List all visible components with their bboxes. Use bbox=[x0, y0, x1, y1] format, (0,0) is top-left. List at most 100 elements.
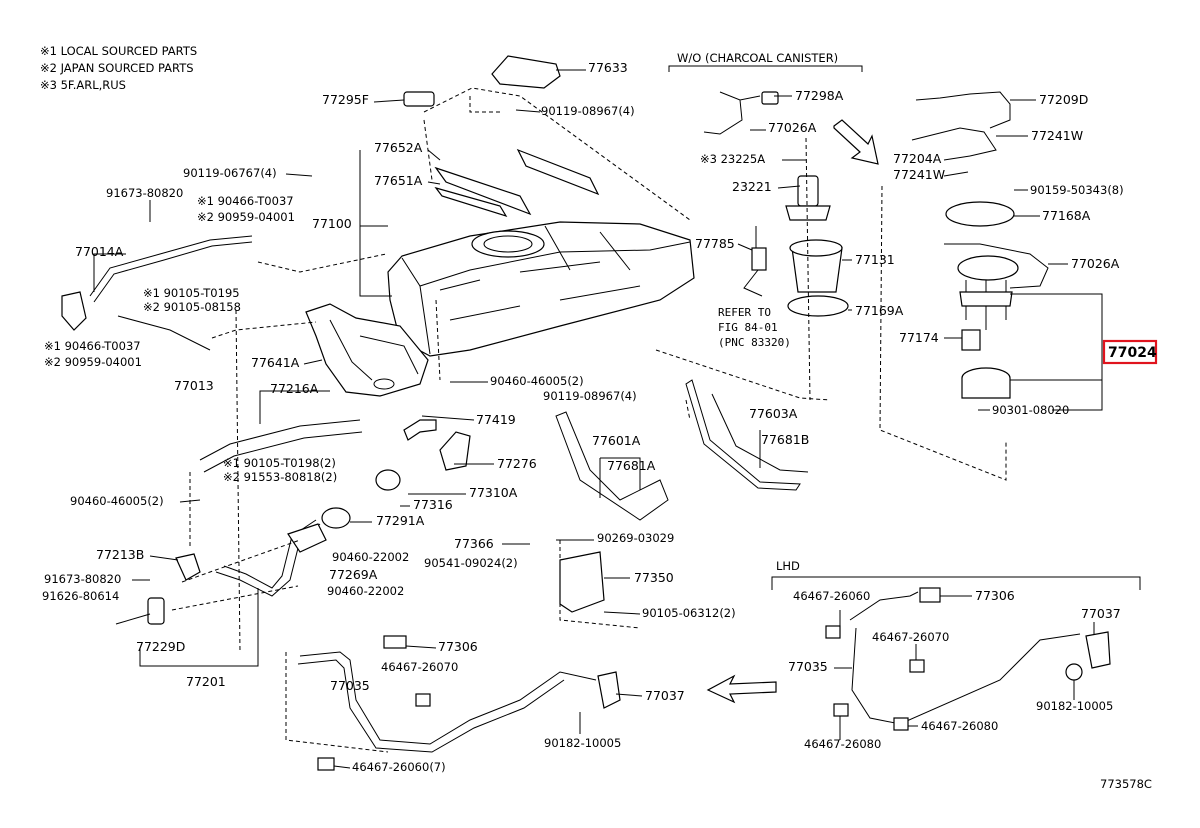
part-label[interactable]: 77298A bbox=[795, 88, 844, 103]
part-label[interactable]: 77035 bbox=[330, 678, 370, 693]
part-label[interactable]: 77681B bbox=[761, 432, 809, 447]
part-label[interactable]: 77213B bbox=[96, 547, 144, 562]
notes-legend: ※1 LOCAL SOURCED PARTS ※2 JAPAN SOURCED … bbox=[40, 44, 197, 92]
part-label[interactable]: 77601A bbox=[592, 433, 641, 448]
part-label[interactable]: 77295F bbox=[322, 92, 369, 107]
part-label[interactable]: ※2 90959-04001 bbox=[197, 210, 295, 224]
highlighted-part-number[interactable]: 77024 bbox=[1108, 345, 1157, 361]
part-label[interactable]: 77026A bbox=[768, 120, 817, 135]
part-label[interactable]: 77276 bbox=[497, 456, 537, 471]
part-label[interactable]: 90119-08967(4) bbox=[541, 104, 635, 118]
part-label[interactable]: 90182-10005 bbox=[1036, 699, 1113, 713]
part-label[interactable]: 90460-46005(2) bbox=[490, 374, 584, 388]
part-label[interactable]: 91626-80614 bbox=[42, 589, 119, 603]
part-label[interactable]: 77014A bbox=[75, 244, 124, 259]
fuel-pump-drawing bbox=[703, 91, 849, 317]
section-lhd-bracket bbox=[771, 576, 1141, 590]
part-label[interactable]: 77316 bbox=[413, 497, 453, 512]
part-label[interactable]: 90269-03029 bbox=[597, 531, 674, 545]
opener-cable-lhd-drawing bbox=[825, 587, 1111, 731]
part-label[interactable]: ※2 91553-80818(2) bbox=[223, 470, 337, 484]
part-label[interactable]: 77603A bbox=[749, 406, 798, 421]
part-label[interactable]: 77131 bbox=[855, 252, 895, 267]
part-label[interactable]: 77204A bbox=[893, 151, 942, 166]
part-label[interactable]: 90301-08020 bbox=[992, 403, 1069, 417]
part-label[interactable]: 77633 bbox=[588, 60, 628, 75]
note-3: ※3 5F.ARL,RUS bbox=[40, 78, 126, 92]
part-label[interactable]: 77641A bbox=[251, 355, 300, 370]
part-label[interactable]: ※2 90959-04001 bbox=[44, 355, 142, 369]
part-label[interactable]: ※1 90466-T0037 bbox=[197, 194, 294, 208]
highlight-box-77024[interactable] bbox=[1102, 339, 1158, 365]
part-label[interactable]: 77651A bbox=[374, 173, 423, 188]
part-label[interactable]: 77216A bbox=[270, 381, 319, 396]
part-label[interactable]: 77241W bbox=[893, 167, 945, 182]
refer-line-2: FIG 84-01 bbox=[718, 321, 778, 334]
opener-cable-left-drawing bbox=[297, 635, 621, 771]
fuel-pump-module-drawing bbox=[911, 91, 1049, 399]
part-label[interactable]: 77291A bbox=[376, 513, 425, 528]
part-label[interactable]: 46467-26060 bbox=[793, 589, 870, 603]
refer-note: REFER TO FIG 84-01 (PNC 83320) bbox=[718, 306, 791, 349]
part-label[interactable]: 90460-22002 bbox=[327, 584, 404, 598]
part-label[interactable]: 90119-08967(4) bbox=[543, 389, 637, 403]
part-label[interactable]: 77681A bbox=[607, 458, 656, 473]
part-labels: 77633 77295F 90119-08967(4) 77652A 90119-067… bbox=[42, 60, 1124, 774]
refer-line-3: (PNC 83320) bbox=[718, 336, 791, 349]
part-label[interactable]: 77306 bbox=[438, 639, 478, 654]
part-label[interactable]: 91673-80820 bbox=[106, 186, 183, 200]
diagram-id: 773578C bbox=[1100, 777, 1152, 791]
part-label[interactable]: 46467-26060(7) bbox=[352, 760, 446, 774]
part-label[interactable]: 90159-50343(8) bbox=[1030, 183, 1124, 197]
part-label[interactable]: 77241W bbox=[1031, 128, 1083, 143]
part-label[interactable]: 90460-46005(2) bbox=[70, 494, 164, 508]
part-label[interactable]: 77201 bbox=[186, 674, 226, 689]
part-label[interactable]: 46467-26080 bbox=[804, 737, 881, 751]
part-label[interactable]: ※2 90105-08158 bbox=[143, 300, 241, 314]
part-label[interactable]: 77419 bbox=[476, 412, 516, 427]
part-label[interactable]: 77037 bbox=[1081, 606, 1121, 621]
part-label[interactable]: 77209D bbox=[1039, 92, 1088, 107]
part-label[interactable]: 77037 bbox=[645, 688, 685, 703]
part-label[interactable]: 77013 bbox=[174, 378, 214, 393]
section-wo-charcoal-bracket bbox=[668, 65, 863, 72]
part-label[interactable]: 46467-26070 bbox=[872, 630, 949, 644]
tank-protector-drawing bbox=[305, 303, 429, 397]
part-label[interactable]: ※3 23225A bbox=[700, 152, 765, 166]
part-label[interactable]: 77168A bbox=[1042, 208, 1091, 223]
clip-77295F bbox=[403, 91, 435, 107]
part-label[interactable]: 77035 bbox=[788, 659, 828, 674]
part-label[interactable]: ※1 90105-T0198(2) bbox=[223, 456, 336, 470]
part-label[interactable]: 90105-06312(2) bbox=[642, 606, 736, 620]
part-label[interactable]: 77785 bbox=[695, 236, 735, 251]
straps-drawing bbox=[434, 148, 600, 218]
part-label[interactable]: 77652A bbox=[374, 140, 423, 155]
part-label[interactable]: 46467-26080 bbox=[921, 719, 998, 733]
part-label[interactable]: ※1 90466-T0037 bbox=[44, 339, 141, 353]
part-label[interactable]: 77100 bbox=[312, 216, 352, 231]
note-1: ※1 LOCAL SOURCED PARTS bbox=[40, 44, 197, 58]
part-label[interactable]: 77269A bbox=[329, 567, 378, 582]
part-label[interactable]: 23221 bbox=[732, 179, 772, 194]
part-label[interactable]: 90119-06767(4) bbox=[183, 166, 277, 180]
fuel-tank-drawing bbox=[387, 221, 695, 357]
filler-pipe-drawing bbox=[61, 235, 471, 625]
part-label[interactable]: 77306 bbox=[975, 588, 1015, 603]
part-label[interactable]: ※1 90105-T0195 bbox=[143, 286, 240, 300]
part-label[interactable]: 90460-22002 bbox=[332, 550, 409, 564]
fuel-door-drawing bbox=[559, 551, 605, 613]
part-label[interactable]: 91673-80820 bbox=[44, 572, 121, 586]
bracket-77633 bbox=[491, 55, 561, 89]
part-label[interactable]: 77366 bbox=[454, 536, 494, 551]
part-label[interactable]: 77174 bbox=[899, 330, 939, 345]
part-label[interactable]: 46467-26070 bbox=[381, 660, 458, 674]
part-label[interactable]: 77169A bbox=[855, 303, 904, 318]
part-label[interactable]: 77229D bbox=[136, 639, 185, 654]
note-2: ※2 JAPAN SOURCED PARTS bbox=[40, 61, 194, 75]
part-label[interactable]: 77350 bbox=[634, 570, 674, 585]
part-label[interactable]: 77310A bbox=[469, 485, 518, 500]
part-label[interactable]: 77026A bbox=[1071, 256, 1120, 271]
part-label[interactable]: 90182-10005 bbox=[544, 736, 621, 750]
part-label[interactable]: 90541-09024(2) bbox=[424, 556, 518, 570]
